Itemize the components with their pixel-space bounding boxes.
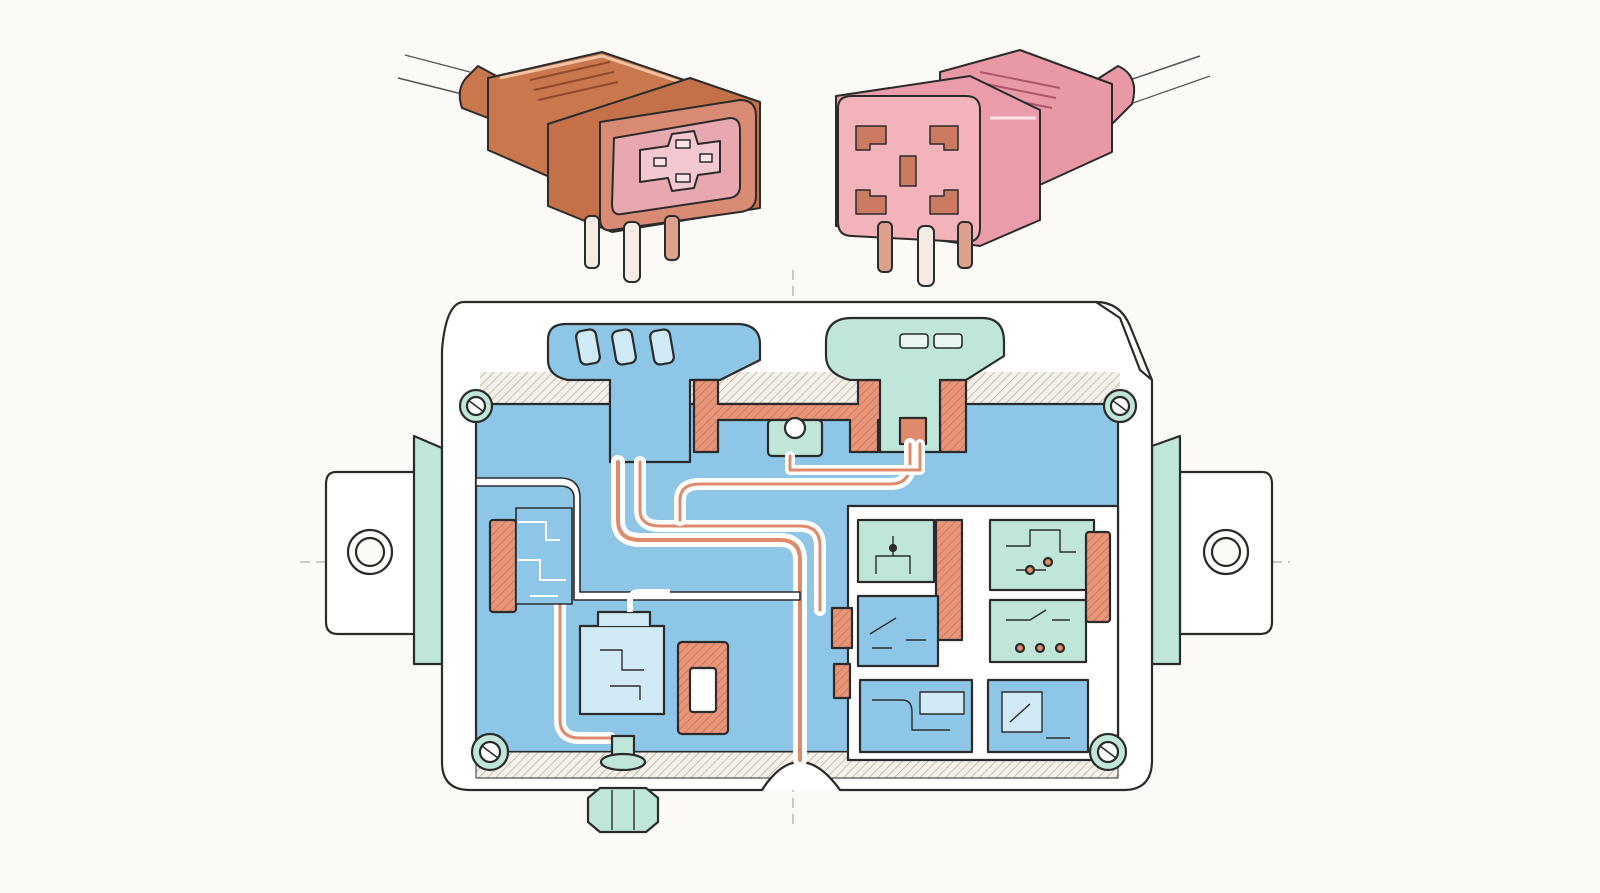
left-terminal-strip xyxy=(488,507,573,614)
switch-panel xyxy=(830,594,940,700)
right-plug-pins xyxy=(877,221,973,287)
terminal-slots-left xyxy=(575,328,675,366)
left-partition xyxy=(475,477,801,601)
left-mounting-ear xyxy=(324,434,444,666)
right-connector-socket xyxy=(835,49,1211,287)
relay-module xyxy=(578,589,670,716)
top-right-terminal-block xyxy=(824,316,1006,454)
left-plug-pins xyxy=(584,215,680,283)
circuit-panel-bottom-left xyxy=(858,678,974,754)
screw-bottom-right xyxy=(1088,732,1128,772)
right-socket-holes xyxy=(855,125,959,215)
copper-strap xyxy=(934,518,964,642)
cable-gland xyxy=(586,734,660,834)
junction-box xyxy=(324,300,1274,834)
left-connector-plug xyxy=(397,51,761,283)
right-terminal-strip xyxy=(1084,530,1112,624)
internal-wiring xyxy=(554,438,925,767)
left-cable xyxy=(397,77,471,97)
circuit-panel-top-right xyxy=(988,518,1096,592)
left-plug-slot xyxy=(639,130,721,192)
screw-top-right xyxy=(1102,388,1138,424)
top-left-terminal-block xyxy=(546,322,762,464)
circuit-panel-bottom-right xyxy=(986,678,1090,754)
right-mounting-ear xyxy=(1150,434,1274,666)
fuse-holder xyxy=(676,640,730,736)
left-grip-ridges xyxy=(529,61,619,101)
screw-top-left xyxy=(458,388,494,424)
circuit-panel-mid-right xyxy=(988,598,1088,664)
screw-bottom-left xyxy=(470,732,510,772)
terminal-slots-right xyxy=(899,333,963,349)
circuit-panel-top-left xyxy=(856,518,936,584)
